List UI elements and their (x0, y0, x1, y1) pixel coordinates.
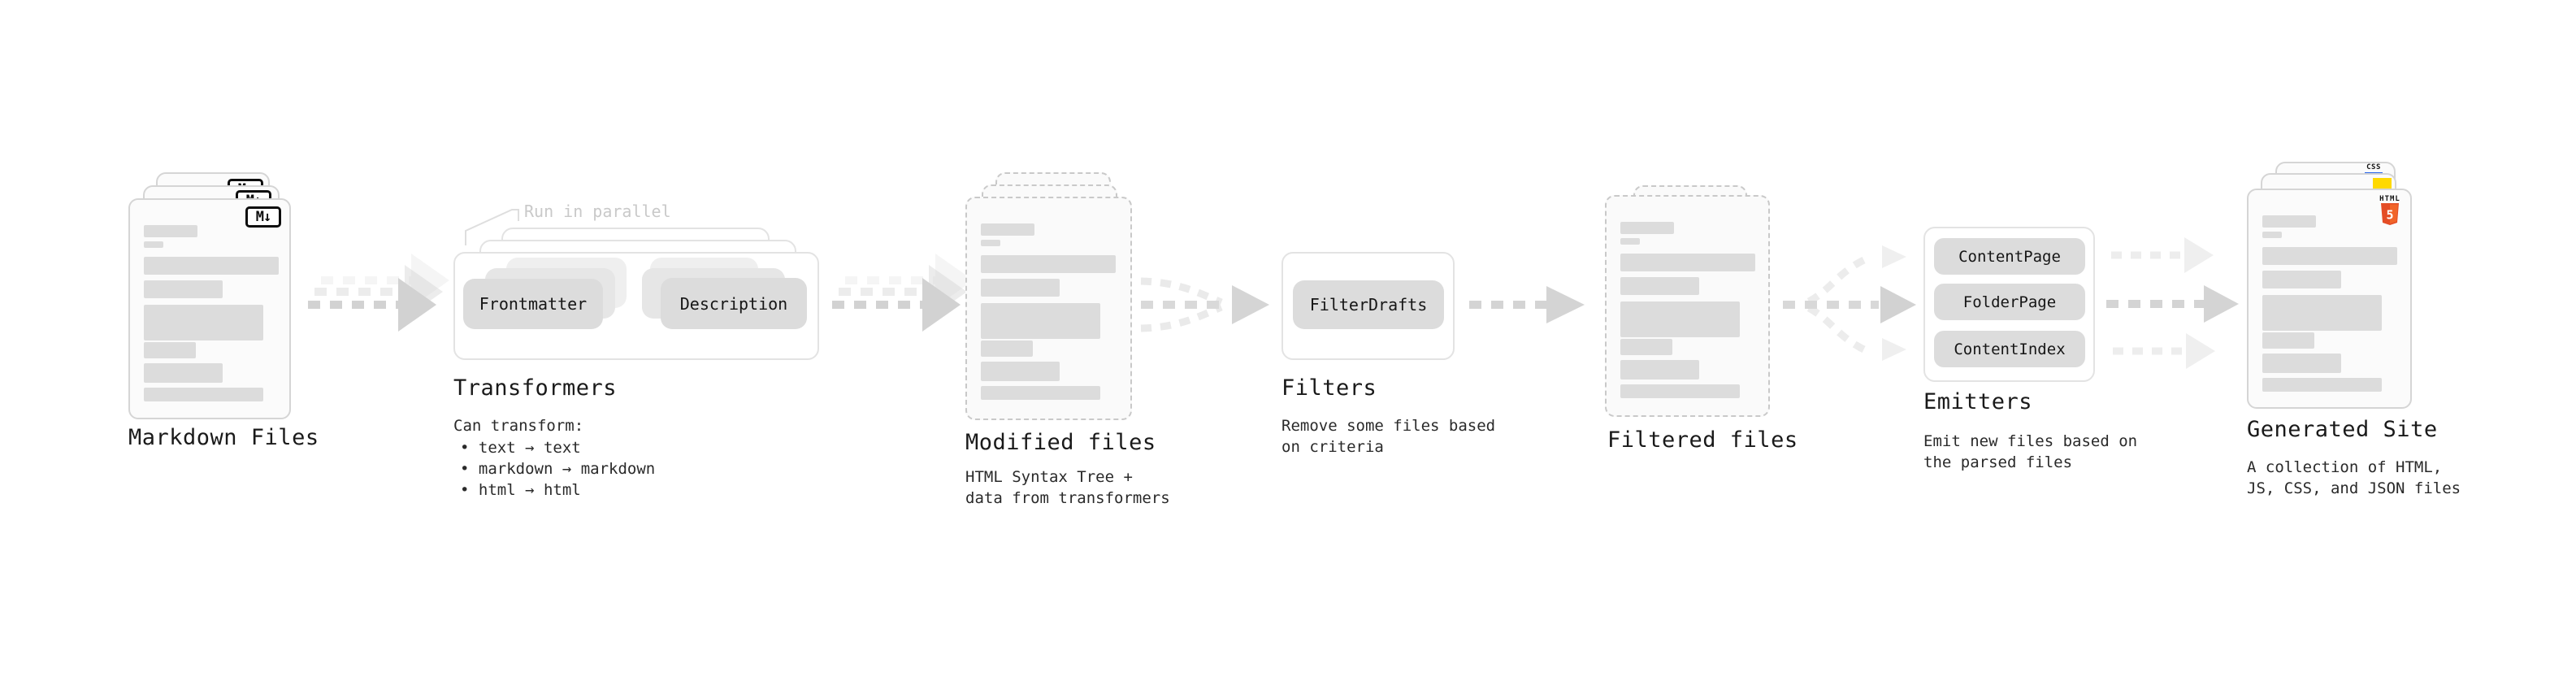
html5-shield: 5 (2381, 203, 2399, 225)
filtered-files-label: Filtered files (1607, 427, 1798, 453)
placeholder-bar (2262, 215, 2316, 228)
modified-files-desc: HTML Syntax Tree + (965, 468, 1133, 486)
transformer-node-frontmatter: Frontmatter (463, 279, 603, 329)
arrow-modified-to-filters (1140, 277, 1269, 332)
arrow-transformers-to-modified (832, 254, 974, 332)
placeholder-bar (144, 280, 223, 298)
placeholder-bar (2262, 332, 2314, 349)
run-in-parallel-annotation: Run in parallel (524, 202, 671, 221)
placeholder-bar (1620, 254, 1755, 271)
placeholder-bar (981, 279, 1060, 297)
placeholder-bar (1620, 360, 1699, 380)
placeholder-bar (2262, 378, 2382, 392)
html5-icon: HTML 5 (2379, 195, 2400, 225)
js-file-icon (2373, 178, 2392, 189)
modified-files-label: Modified files (965, 430, 1156, 455)
placeholder-bar (144, 388, 263, 401)
generated-site-desc: A collection of HTML, (2247, 458, 2443, 476)
transformers-bullet: • markdown → markdown (460, 460, 656, 478)
filters-label: Filters (1281, 375, 1377, 401)
html5-icon-text: HTML (2379, 195, 2400, 203)
placeholder-bar (144, 241, 163, 248)
placeholder-bar (2262, 247, 2397, 265)
placeholder-bar (981, 255, 1116, 273)
emitters-desc: Emit new files based on (1923, 432, 2138, 450)
emitter-node-contentindex: ContentIndex (1934, 331, 2085, 367)
transformers-label: Transformers (453, 375, 618, 401)
transformers-bullet: • html → html (460, 481, 581, 499)
placeholder-bar (2262, 354, 2341, 373)
transformers-bullet: • text → text (460, 439, 581, 457)
placeholder-bar (1620, 238, 1640, 245)
transformer-node-description: Description (661, 278, 807, 329)
markdown-files-label: Markdown Files (128, 425, 319, 450)
modified-files-desc: data from transformers (965, 489, 1170, 507)
generated-site-label: Generated Site (2247, 417, 2438, 442)
generated-file-card-html: HTML 5 (2247, 189, 2412, 409)
emitters-label: Emitters (1923, 389, 2033, 414)
transformers-desc-title: Can transform: (453, 417, 584, 435)
generated-site-desc: JS, CSS, and JSON files (2247, 479, 2461, 497)
markdown-icon: M↓ (245, 206, 281, 228)
placeholder-bar (1620, 277, 1699, 295)
placeholder-bar (144, 363, 223, 383)
placeholder-bar (1620, 339, 1672, 355)
filter-node-filterdrafts: FilterDrafts (1293, 280, 1444, 329)
placeholder-bar (144, 342, 196, 358)
placeholder-bar (2262, 295, 2382, 331)
filtered-file-card-front (1605, 195, 1770, 417)
filters-desc: Remove some files based (1281, 417, 1496, 435)
placeholder-bar (981, 362, 1060, 381)
placeholder-bar (981, 386, 1100, 400)
arrow-filters-to-filtered (1469, 286, 1585, 323)
html5-number: 5 (2386, 208, 2393, 223)
css-icon-text: CSS (2366, 163, 2381, 171)
placeholder-bar (981, 223, 1034, 236)
placeholder-bar (981, 240, 1000, 246)
placeholder-bar (144, 225, 197, 237)
placeholder-bar (144, 305, 263, 340)
emitter-node-contentpage: ContentPage (1934, 238, 2085, 275)
modified-file-card-front (965, 197, 1132, 420)
placeholder-bar (1620, 384, 1740, 398)
placeholder-bar (2262, 232, 2282, 238)
arrow-markdown-to-transformers (308, 254, 449, 332)
placeholder-bar (1620, 222, 1674, 234)
emitter-node-folderpage: FolderPage (1934, 284, 2085, 320)
placeholder-bar (981, 340, 1033, 357)
emitters-desc: the parsed files (1923, 453, 2073, 471)
markdown-file-card-front: M↓ (128, 198, 291, 419)
placeholder-bar (144, 257, 279, 275)
arrow-filtered-to-emitters (1783, 245, 1916, 361)
placeholder-bar (981, 303, 1100, 339)
placeholder-bar (2262, 271, 2341, 288)
filters-desc: on criteria (1281, 438, 1384, 456)
arrows-emitters-to-generated (2106, 237, 2239, 369)
placeholder-bar (1620, 301, 1740, 337)
